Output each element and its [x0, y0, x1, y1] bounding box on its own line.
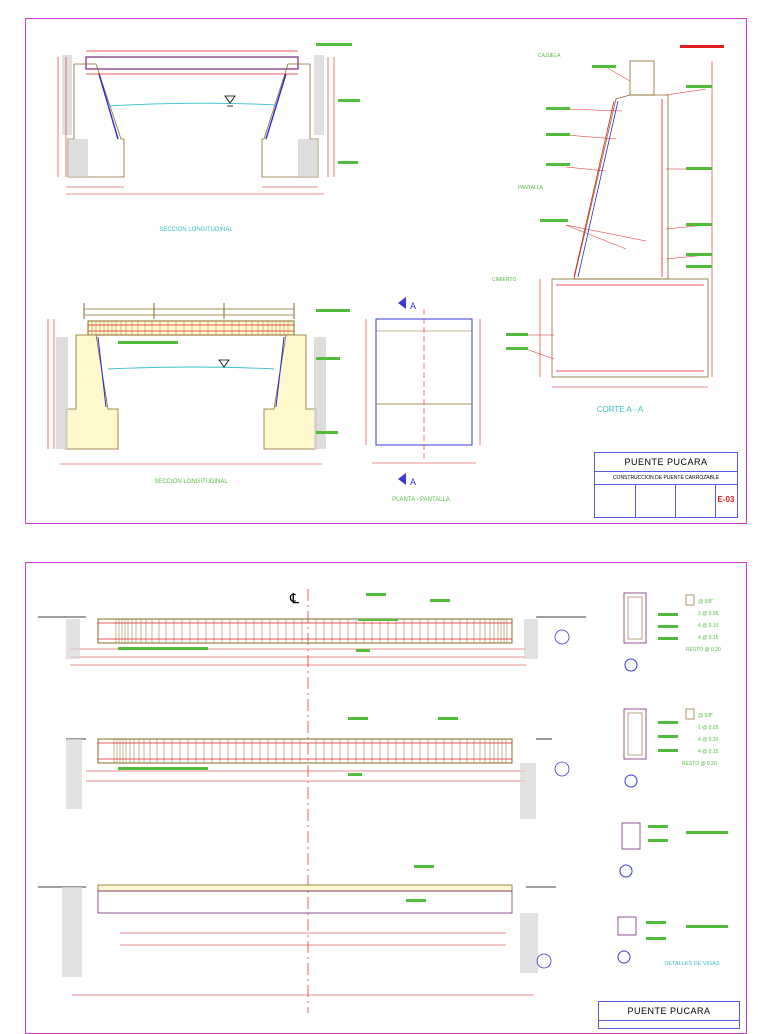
beam-1 — [38, 593, 586, 666]
label-pantalla: PANTALLA — [518, 185, 543, 191]
sheet-1-drawing: SECCION LONGITUDINAL — [47, 43, 724, 503]
stirrup-1-line3: 4 @ 0.10 — [698, 623, 719, 629]
section-mark-a-bottom: A — [410, 477, 416, 487]
stirrup-2-line1: @ 5/8" — [698, 713, 713, 719]
title-block-1-subtitle: CONSTRUCCION DE PUENTE CARROZABLE — [595, 472, 737, 485]
stirrup-1-line4: 4 @ 0.15 — [698, 635, 719, 641]
label-cajuela: CAJUELA — [538, 53, 561, 59]
drawing-sheet-2: ℄ — [25, 562, 747, 1034]
stirrup-1-resto: RESTO @ 0.20 — [686, 647, 721, 653]
sheet-number: E-03 — [717, 495, 735, 504]
stirrup-1-line2: 2 @ 0.05 — [698, 611, 719, 617]
beam-details — [617, 592, 728, 964]
caption-detalles-vigas: DETALLES DE VIGAS — [664, 961, 720, 967]
beam-2 — [66, 717, 570, 819]
title-block-1-grid: E-03 — [595, 485, 737, 517]
section-mark-a-top: A — [410, 301, 416, 311]
stirrup-2-line2: 1 @ 0.05 — [698, 725, 719, 731]
label-cimiento: CIMIENTO — [492, 277, 516, 283]
stirrup-2-line3: 4 @ 0.10 — [698, 737, 719, 743]
caption-seccion-bottom: SECCION LONGITUDINAL — [154, 479, 228, 485]
stirrup-1-line1: @ 5/8" — [698, 599, 713, 605]
stirrup-2-line4: 4 @ 0.15 — [698, 749, 719, 755]
title-block-1: PUENTE PUCARA CONSTRUCCION DE PUENTE CAR… — [594, 452, 738, 518]
caption-corte: CORTE A - A — [597, 405, 644, 414]
stirrup-2-resto: RESTO @ 0.20 — [682, 761, 717, 767]
centerline-symbol: ℄ — [289, 590, 299, 606]
caption-seccion-top: SECCION LONGITUDINAL — [159, 227, 233, 233]
seccion-longitudinal-top — [57, 43, 360, 195]
title-block-1-title: PUENTE PUCARA — [595, 453, 737, 472]
sheet-2-drawing: ℄ — [38, 589, 728, 1013]
title-block-2-title: PUENTE PUCARA — [599, 1002, 739, 1021]
drawing-sheet-1: SECCION LONGITUDINAL — [25, 18, 747, 524]
corte-a-a — [506, 45, 724, 388]
caption-planta: PLANTA - PANTALLA — [392, 497, 450, 503]
seccion-longitudinal-bottom — [47, 303, 350, 465]
beam-3 — [38, 865, 556, 996]
title-block-2: PUENTE PUCARA — [598, 1001, 740, 1029]
planta-pantalla — [365, 297, 481, 485]
